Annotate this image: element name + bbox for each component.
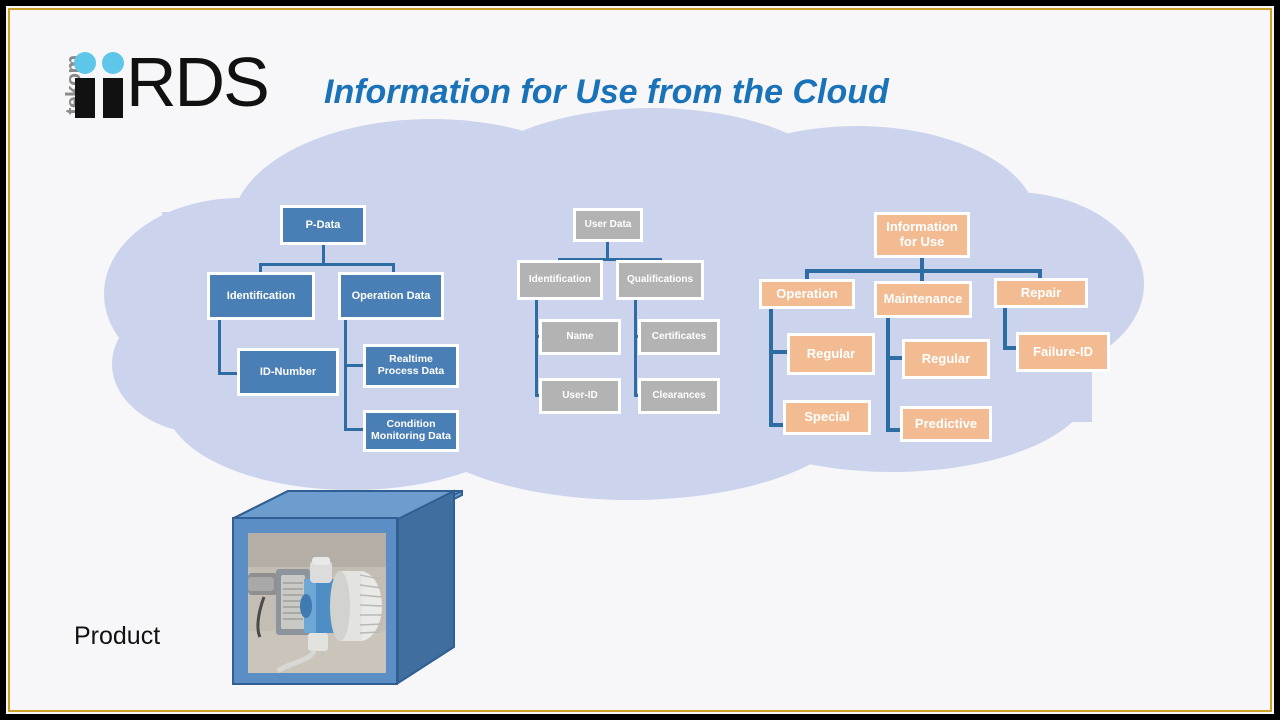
node-clearances[interactable]: Clearances <box>638 378 720 414</box>
connector <box>886 428 904 432</box>
connector <box>259 263 262 275</box>
product-label: Product <box>74 622 161 650</box>
node-operation-data[interactable]: Operation Data <box>338 272 444 320</box>
connector <box>322 243 325 265</box>
logo-dot-icon <box>74 52 96 74</box>
node-qualifications[interactable]: Qualifications <box>616 260 704 300</box>
node-identification-product[interactable]: Identification <box>207 272 315 320</box>
connector <box>392 263 395 275</box>
connector <box>535 300 538 396</box>
connector <box>1003 308 1007 350</box>
connector <box>218 319 221 375</box>
node-user-id[interactable]: User-ID <box>539 378 621 414</box>
connector <box>344 428 366 431</box>
node-user-data[interactable]: User Data <box>573 208 643 242</box>
connector <box>769 350 789 354</box>
connector <box>634 300 637 396</box>
box-front-face <box>232 517 398 685</box>
page-title: Information for Use from the Cloud <box>324 73 889 111</box>
node-failure-id[interactable]: Failure-ID <box>1016 332 1110 372</box>
box-top-face <box>232 489 463 685</box>
connector <box>259 263 395 266</box>
node-realtime-process-data[interactable]: Realtime Process Data <box>363 344 459 388</box>
connector <box>344 319 347 431</box>
logo-stem-icon <box>75 78 95 118</box>
logo-dot-icon <box>102 52 124 74</box>
node-maintenance-regular[interactable]: Regular <box>902 339 990 379</box>
connector <box>805 269 809 281</box>
node-operation-special[interactable]: Special <box>783 400 871 435</box>
node-operation-regular[interactable]: Regular <box>787 333 875 375</box>
connector <box>606 242 609 260</box>
slide-canvas: tekom RDS Information for Use from the C… <box>12 12 1268 708</box>
node-certificates[interactable]: Certificates <box>638 319 720 355</box>
node-repair[interactable]: Repair <box>994 278 1088 308</box>
logo-stem-icon <box>103 78 123 118</box>
node-maintenance[interactable]: Maintenance <box>874 281 972 318</box>
logo-i-second <box>102 52 124 118</box>
node-condition-monitoring-data[interactable]: Condition Monitoring Data <box>363 410 459 452</box>
cloud-data-diagram: P-Data Identification Operation Data ID-… <box>12 12 1268 708</box>
connector <box>218 372 240 375</box>
industrial-sensor-photo <box>248 533 386 673</box>
connector <box>344 364 366 367</box>
connector <box>886 318 890 432</box>
connector <box>886 356 904 360</box>
node-information-for-use[interactable]: Information for Use <box>874 212 970 258</box>
node-operation[interactable]: Operation <box>759 279 855 309</box>
connector <box>1038 269 1042 281</box>
node-maintenance-predictive[interactable]: Predictive <box>900 406 992 442</box>
connector <box>769 423 789 427</box>
node-p-data[interactable]: P-Data <box>280 205 366 245</box>
connector <box>1003 346 1021 350</box>
node-identification-user[interactable]: Identification <box>517 260 603 300</box>
connector <box>920 258 924 272</box>
tekom-iirds-logo: tekom RDS <box>44 43 284 121</box>
logo-wordmark: RDS <box>126 43 270 121</box>
connector <box>558 258 662 261</box>
node-name[interactable]: Name <box>539 319 621 355</box>
logo-i-first <box>74 52 96 118</box>
connector <box>920 269 924 281</box>
node-id-number[interactable]: ID-Number <box>237 348 339 396</box>
product-3d-box <box>232 489 464 685</box>
connector <box>769 309 773 427</box>
